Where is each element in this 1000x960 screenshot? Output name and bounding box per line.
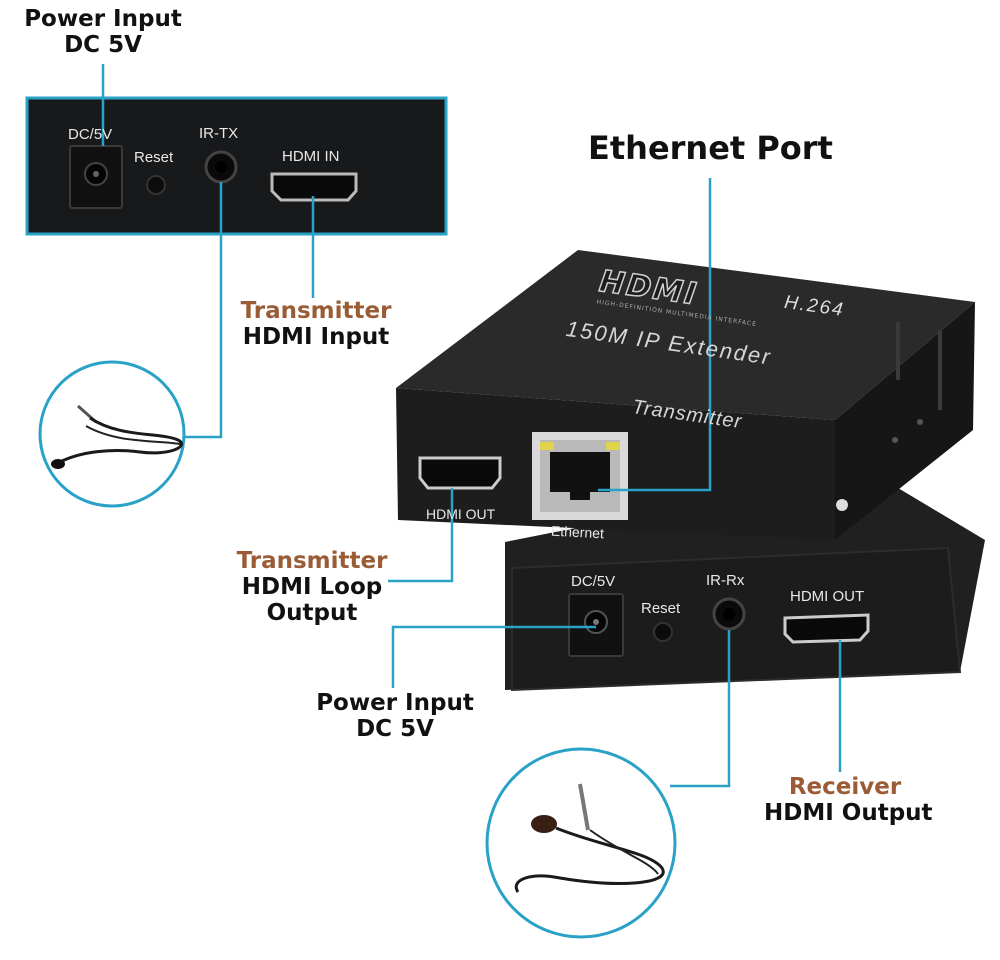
callout-rx-power-line2: DC 5V (356, 716, 434, 742)
callout-top-power-line1: Power Input (24, 6, 182, 32)
callout-rx-power-line1: Power Input (316, 690, 474, 716)
callout-tx-loop-line2: HDMI Loop (241, 574, 383, 600)
rx-hdmi-label: HDMI OUT (790, 588, 865, 605)
panel-hdmi-label: HDMI IN (282, 148, 340, 165)
callout-tx-hdmi-input: Transmitter HDMI Input (236, 298, 396, 350)
ir-cable-zoom-circle-1 (38, 360, 186, 508)
callout-rx-hdmi-output: Receiver HDMI Output (764, 774, 933, 826)
callout-rx-power: Power Input DC 5V (312, 690, 478, 742)
device-hdmi-out-label: HDMI OUT (426, 506, 496, 522)
callout-tx-loop-line1: Transmitter (236, 548, 388, 574)
callout-tx-loop-output: Transmitter HDMI Loop Output (232, 548, 392, 626)
connector-lines (101, 64, 842, 788)
rx-ir-label: IR-Rx (706, 572, 745, 589)
callout-ethernet-port: Ethernet Port (588, 129, 833, 167)
transmitter-device (396, 250, 975, 540)
transmitter-rear-panel (25, 96, 448, 236)
rx-reset-label: Reset (641, 600, 681, 617)
callout-tx-hdmi-input-line1: Transmitter (240, 298, 392, 324)
callout-tx-hdmi-input-line2: HDMI Input (242, 324, 390, 350)
callout-top-power: Power Input DC 5V (20, 6, 186, 58)
panel-ir-label: IR-TX (199, 125, 239, 142)
callout-tx-loop-line3: Output (266, 600, 358, 626)
panel-reset-label: Reset (134, 149, 174, 166)
callout-top-power-line2: DC 5V (64, 32, 142, 58)
rx-dc-label: DC/5V (571, 573, 616, 590)
callout-rx-hdmi-output-line1: Receiver (788, 774, 902, 800)
callout-rx-hdmi-output-line2: HDMI Output (764, 800, 933, 826)
ir-cable-zoom-circle-2 (485, 747, 677, 939)
panel-dc-label: DC/5V (68, 126, 113, 143)
device-ethernet-label: Ethernet (550, 522, 605, 542)
